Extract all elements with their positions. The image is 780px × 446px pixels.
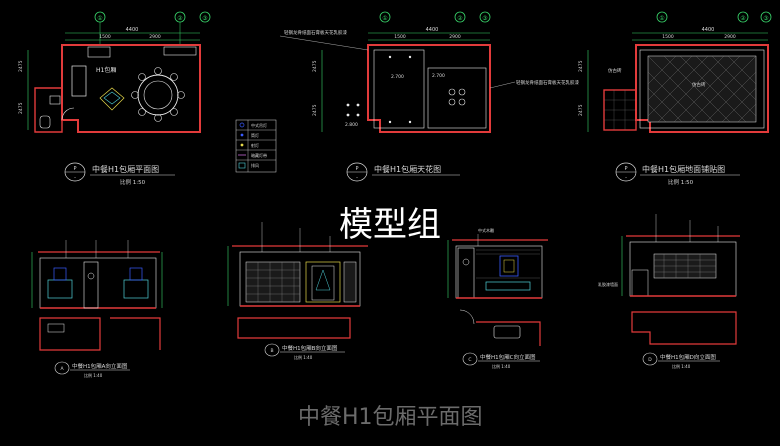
elevation-c: 中式木雕 C 中餐H1包厢C向立面图 比例 1:40 [447, 227, 548, 369]
sub-dimension-1: 1500 [394, 34, 406, 40]
plan-tag: P [624, 166, 627, 172]
overall-dimension: 4400 [426, 27, 439, 33]
grid-tag-1: ① [659, 15, 664, 22]
plan-scale: 比例 1:50 [668, 178, 694, 186]
side-dimension-2: 2475 [18, 102, 24, 114]
elevation-tag: A [60, 366, 64, 372]
sheet-title: 中餐H1包厢平面图 [298, 405, 483, 430]
plan-tag-sub: - [356, 175, 358, 181]
legend-item-5: 排风 [251, 162, 259, 168]
plan-tag-sub: - [625, 175, 627, 181]
legend-item-3: 射灯 [251, 142, 259, 148]
sub-dimension-1: 1500 [99, 34, 111, 40]
elevation-scale: 比例 1:40 [492, 363, 511, 369]
plan-scale: 比例 1:50 [120, 178, 146, 186]
ceiling-level-2: 2.700 [432, 73, 445, 79]
floor-finish-plan: ① ② ③ 4400 1500 2900 2475 2475 [578, 11, 772, 186]
watermark: 模型组 [339, 205, 441, 245]
floor-note-center: 仿古砖 [692, 81, 706, 88]
grid-tag-3: ③ [482, 15, 487, 22]
room-label: H1包厢 [96, 66, 116, 74]
ceiling-note-top: 轻钢龙骨纸面石膏板天花乳胶漆 [284, 29, 347, 36]
ceiling-note-right: 轻钢龙骨纸面石膏板天花乳胶漆 [516, 79, 579, 86]
overall-dimension: 4400 [702, 27, 715, 33]
floor-note-left: 仿古砖 [608, 67, 622, 74]
sub-dimension-1: 1500 [662, 34, 674, 40]
elevation-title: 中餐H1包厢D向立面图 [660, 353, 716, 361]
side-dimension-1: 2475 [578, 60, 584, 72]
elevation-a: A 中餐H1包厢A向立面图 比例 1:40 [31, 240, 163, 378]
side-dimension-2: 2475 [578, 104, 584, 116]
elevation-scale: 比例 1:40 [294, 354, 313, 360]
plan-tag-sub: - [74, 175, 76, 181]
elevation-title: 中餐H1包厢B向立面图 [282, 344, 338, 352]
grid-tag-2: ② [177, 15, 183, 22]
ceiling-legend: 中式吊灯 筒灯 射灯 暗藏灯带 排风 [235, 119, 277, 173]
elevation-scale: 比例 1:40 [84, 372, 103, 378]
sub-dimension-2: 2900 [724, 34, 736, 40]
plan-tag: P [355, 166, 358, 172]
side-dimension-2: 2475 [312, 104, 318, 116]
grid-tag-2: ② [457, 15, 463, 22]
ceiling-level-1: 2.700 [391, 74, 404, 80]
elevation-d-side-note: 乳胶漆墙面 [598, 281, 618, 287]
plan-title: 中餐H1包厢平面图 [92, 164, 159, 174]
sub-dimension-2: 2900 [149, 34, 161, 40]
grid-tag-1: ① [382, 15, 387, 22]
ceiling-level-3: 2.800 [345, 122, 358, 128]
legend-item-1: 中式吊灯 [251, 122, 267, 128]
legend-item-2: 筒灯 [251, 132, 259, 138]
side-dimension-1: 2475 [312, 60, 318, 72]
elevation-c-label: 中式木雕 [478, 227, 494, 233]
elevation-scale: 比例 1:40 [672, 363, 691, 369]
plan-title: 中餐H1包厢天花图 [374, 164, 441, 174]
elevation-title: 中餐H1包厢C向立面图 [480, 353, 536, 361]
grid-tag-2: ② [740, 15, 746, 22]
overall-dimension: 4400 [126, 27, 139, 33]
grid-tag-3: ③ [202, 15, 207, 22]
plan-title: 中餐H1包厢地面铺贴图 [642, 164, 725, 174]
ceiling-plan: ① ② ③ 4400 1500 2900 2475 2475 轻钢龙骨纸面石膏板… [235, 11, 579, 182]
plan-tag: P [73, 166, 76, 172]
elevation-tag: B [270, 348, 273, 354]
legend-item-4: 暗藏灯带 [251, 152, 267, 158]
grid-tag-1: ① [97, 15, 102, 22]
elevation-b: B 中餐H1包厢B向立面图 比例 1:40 [227, 222, 368, 360]
elevation-tag: D [648, 357, 652, 363]
grid-tag-3: ③ [763, 15, 768, 22]
side-dimension-1: 2475 [18, 60, 24, 72]
elevation-title: 中餐H1包厢A向立面图 [72, 362, 128, 370]
floor-plan: ① ② ③ 4400 1500 2900 2475 2475 H1包厢 [18, 11, 211, 186]
sub-dimension-2: 2900 [449, 34, 461, 40]
elevation-d: 乳胶漆墙面 D 中餐H1包厢D向立面图 比例 1:40 [598, 214, 740, 369]
elevation-tag: C [468, 357, 471, 363]
